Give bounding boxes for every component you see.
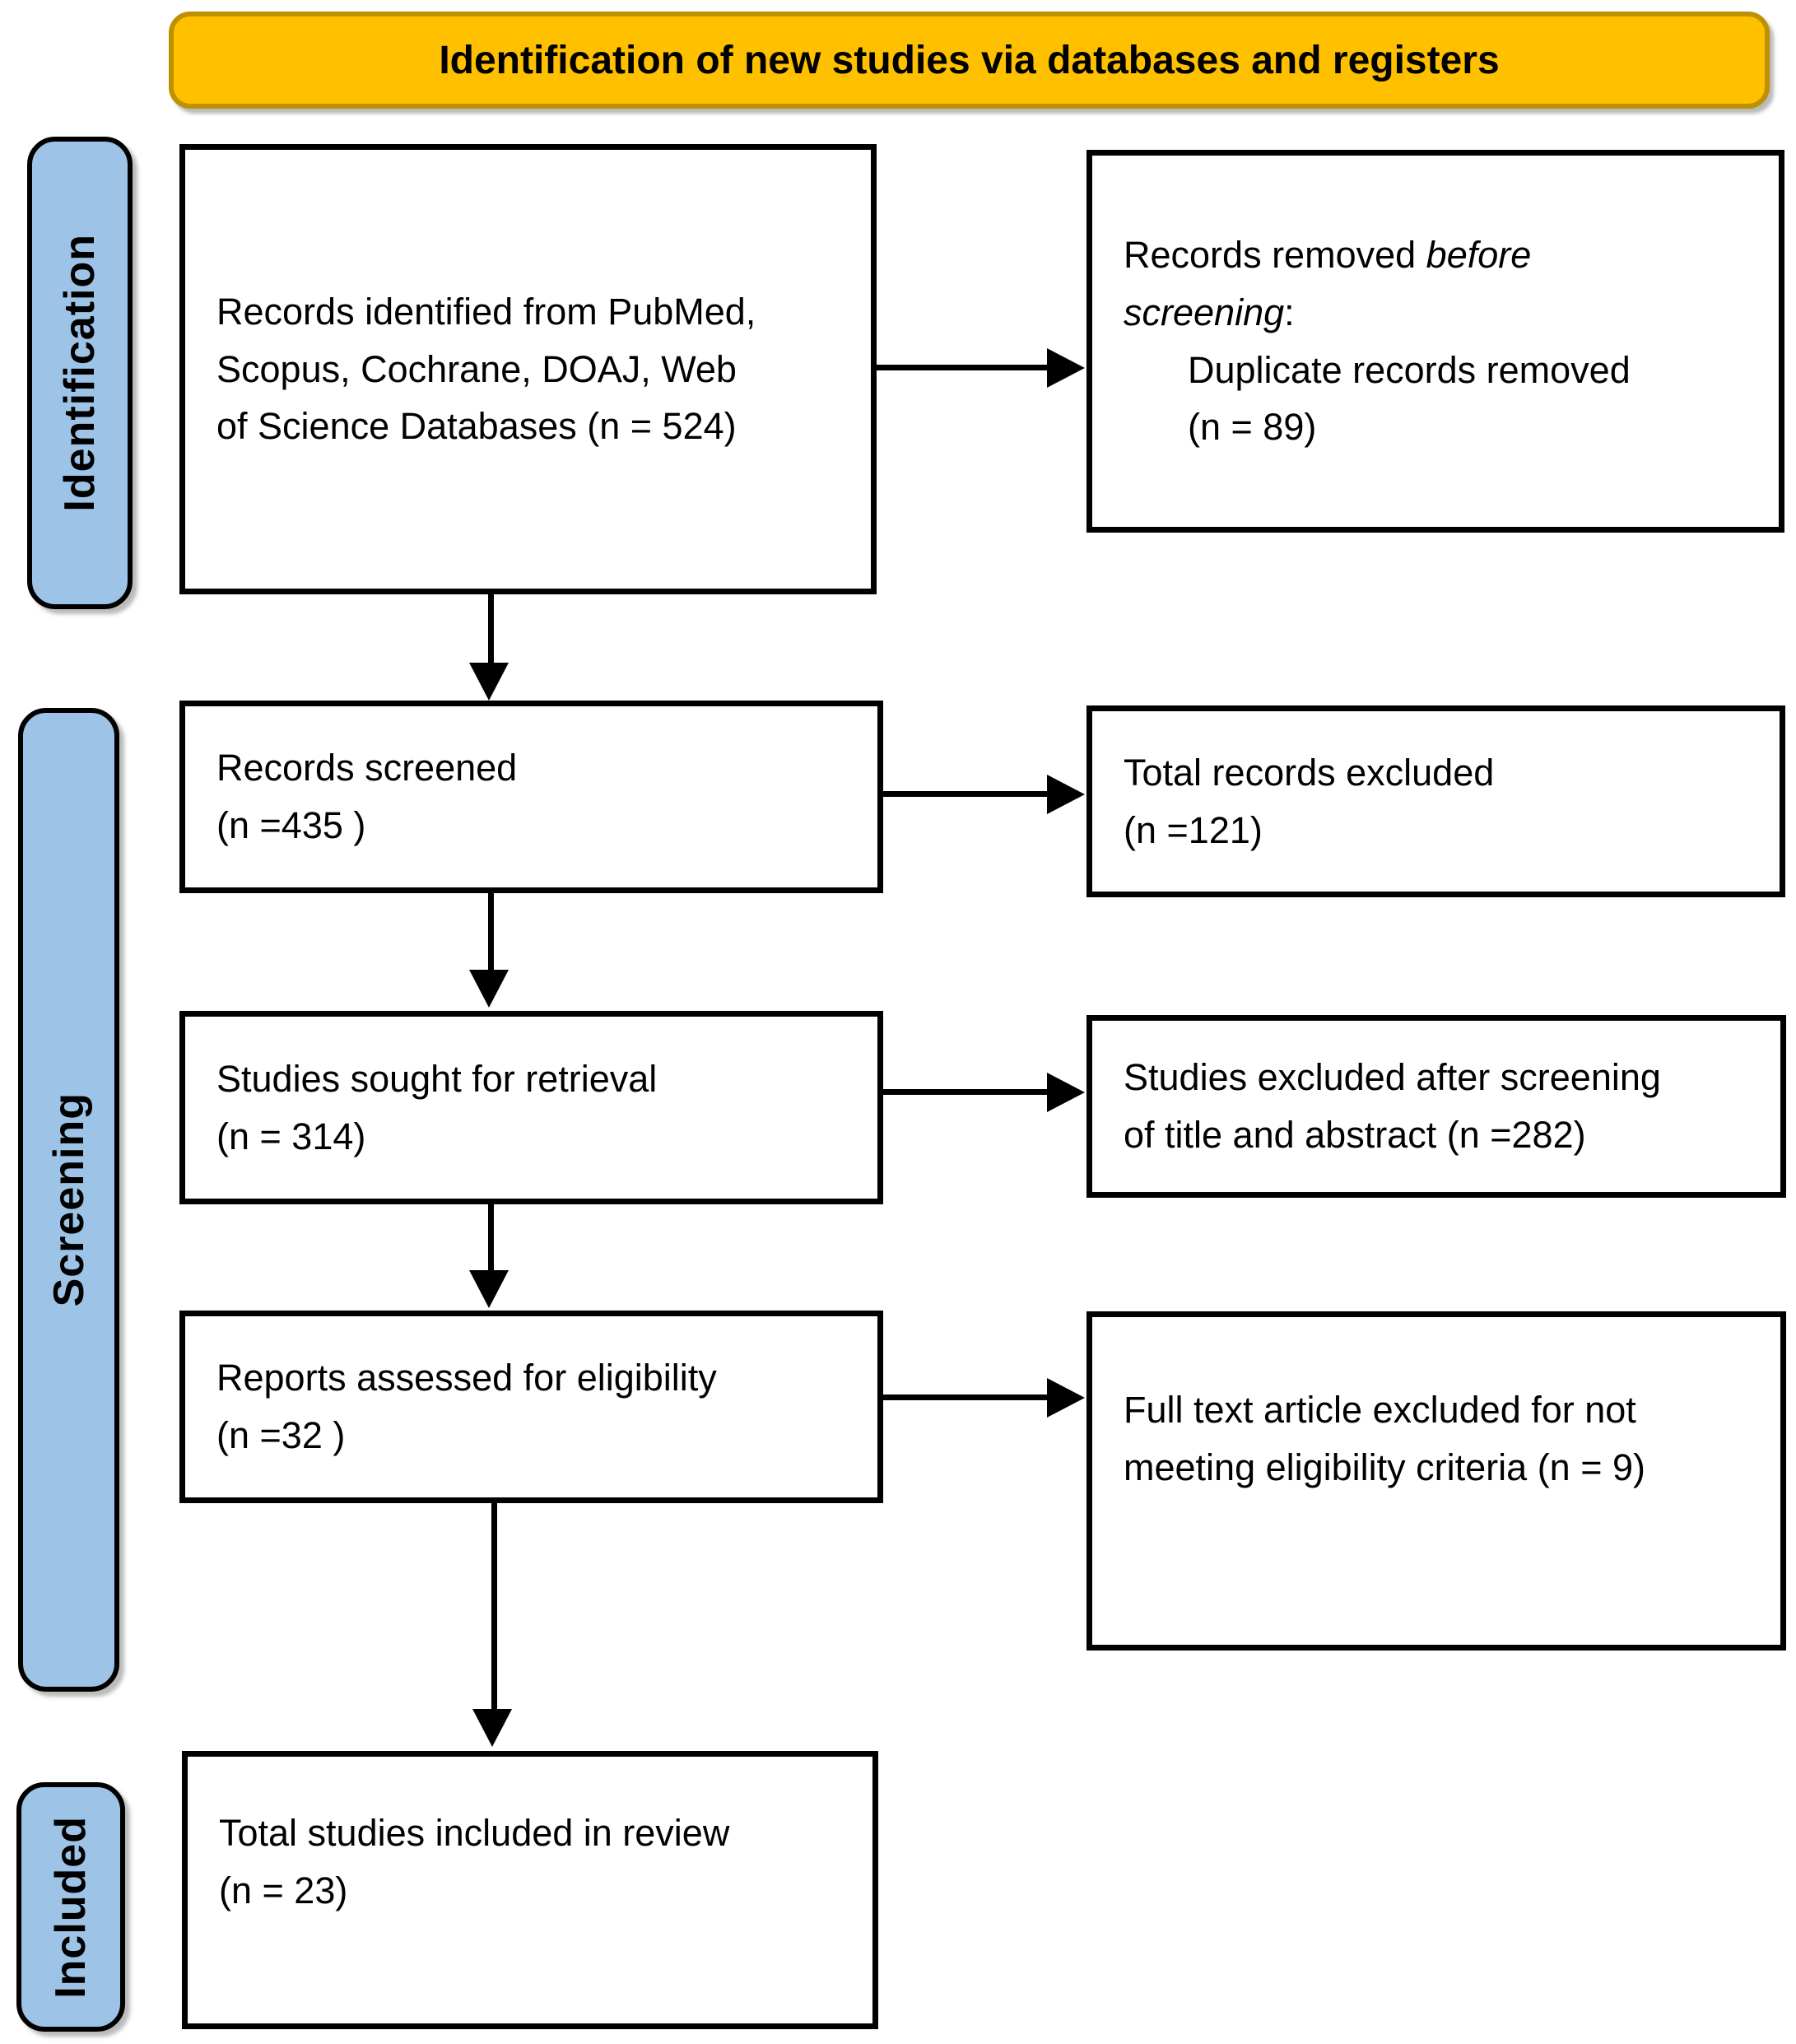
box-records-removed-line1: Records removed before [1124,234,1532,276]
box-studies-sought: Studies sought for retrieval (n = 314) [179,1011,883,1204]
box-studies-excluded-text: Studies excluded after screening of titl… [1124,1056,1661,1156]
box-records-removed-line2: screening: [1124,291,1295,333]
box-records-excluded: Total records excluded (n =121) [1086,705,1785,897]
box-fulltext-excluded: Full text article excluded for not meeti… [1086,1311,1786,1651]
stage-label-screening-text: Screening [44,1092,93,1307]
box-studies-excluded: Studies excluded after screening of titl… [1086,1015,1786,1198]
banner-title-text: Identification of new studies via databa… [439,38,1500,82]
box-reports-assessed-text: Reports assessed for eligibility (n =32 … [216,1357,717,1456]
box-records-identified-text: Records identified from PubMed, Scopus, … [216,290,756,448]
box-records-screened-text: Records screened (n =435 ) [216,747,518,846]
box-studies-sought-text: Studies sought for retrieval (n = 314) [216,1057,658,1157]
box-fulltext-excluded-text: Full text article excluded for not meeti… [1124,1389,1645,1488]
box-records-removed-subtext: Duplicate records removed (n = 89) [1188,348,1631,449]
stage-label-screening: Screening [18,708,119,1692]
box-records-screened: Records screened (n =435 ) [179,701,883,893]
box-records-excluded-text: Total records excluded (n =121) [1124,751,1495,851]
box-records-removed: Records removed before screening: Duplic… [1086,150,1784,533]
banner-title: Identification of new studies via databa… [169,12,1770,109]
box-reports-assessed: Reports assessed for eligibility (n =32 … [179,1311,883,1503]
stage-label-identification: Identification [27,137,133,609]
box-records-identified: Records identified from PubMed, Scopus, … [179,144,877,594]
box-studies-included-text: Total studies included in review (n = 23… [219,1812,730,1911]
stage-label-included: Included [16,1782,125,2032]
box-studies-included: Total studies included in review (n = 23… [182,1751,878,2029]
stage-label-included-text: Included [47,1815,95,1999]
stage-label-identification-text: Identification [56,234,104,512]
